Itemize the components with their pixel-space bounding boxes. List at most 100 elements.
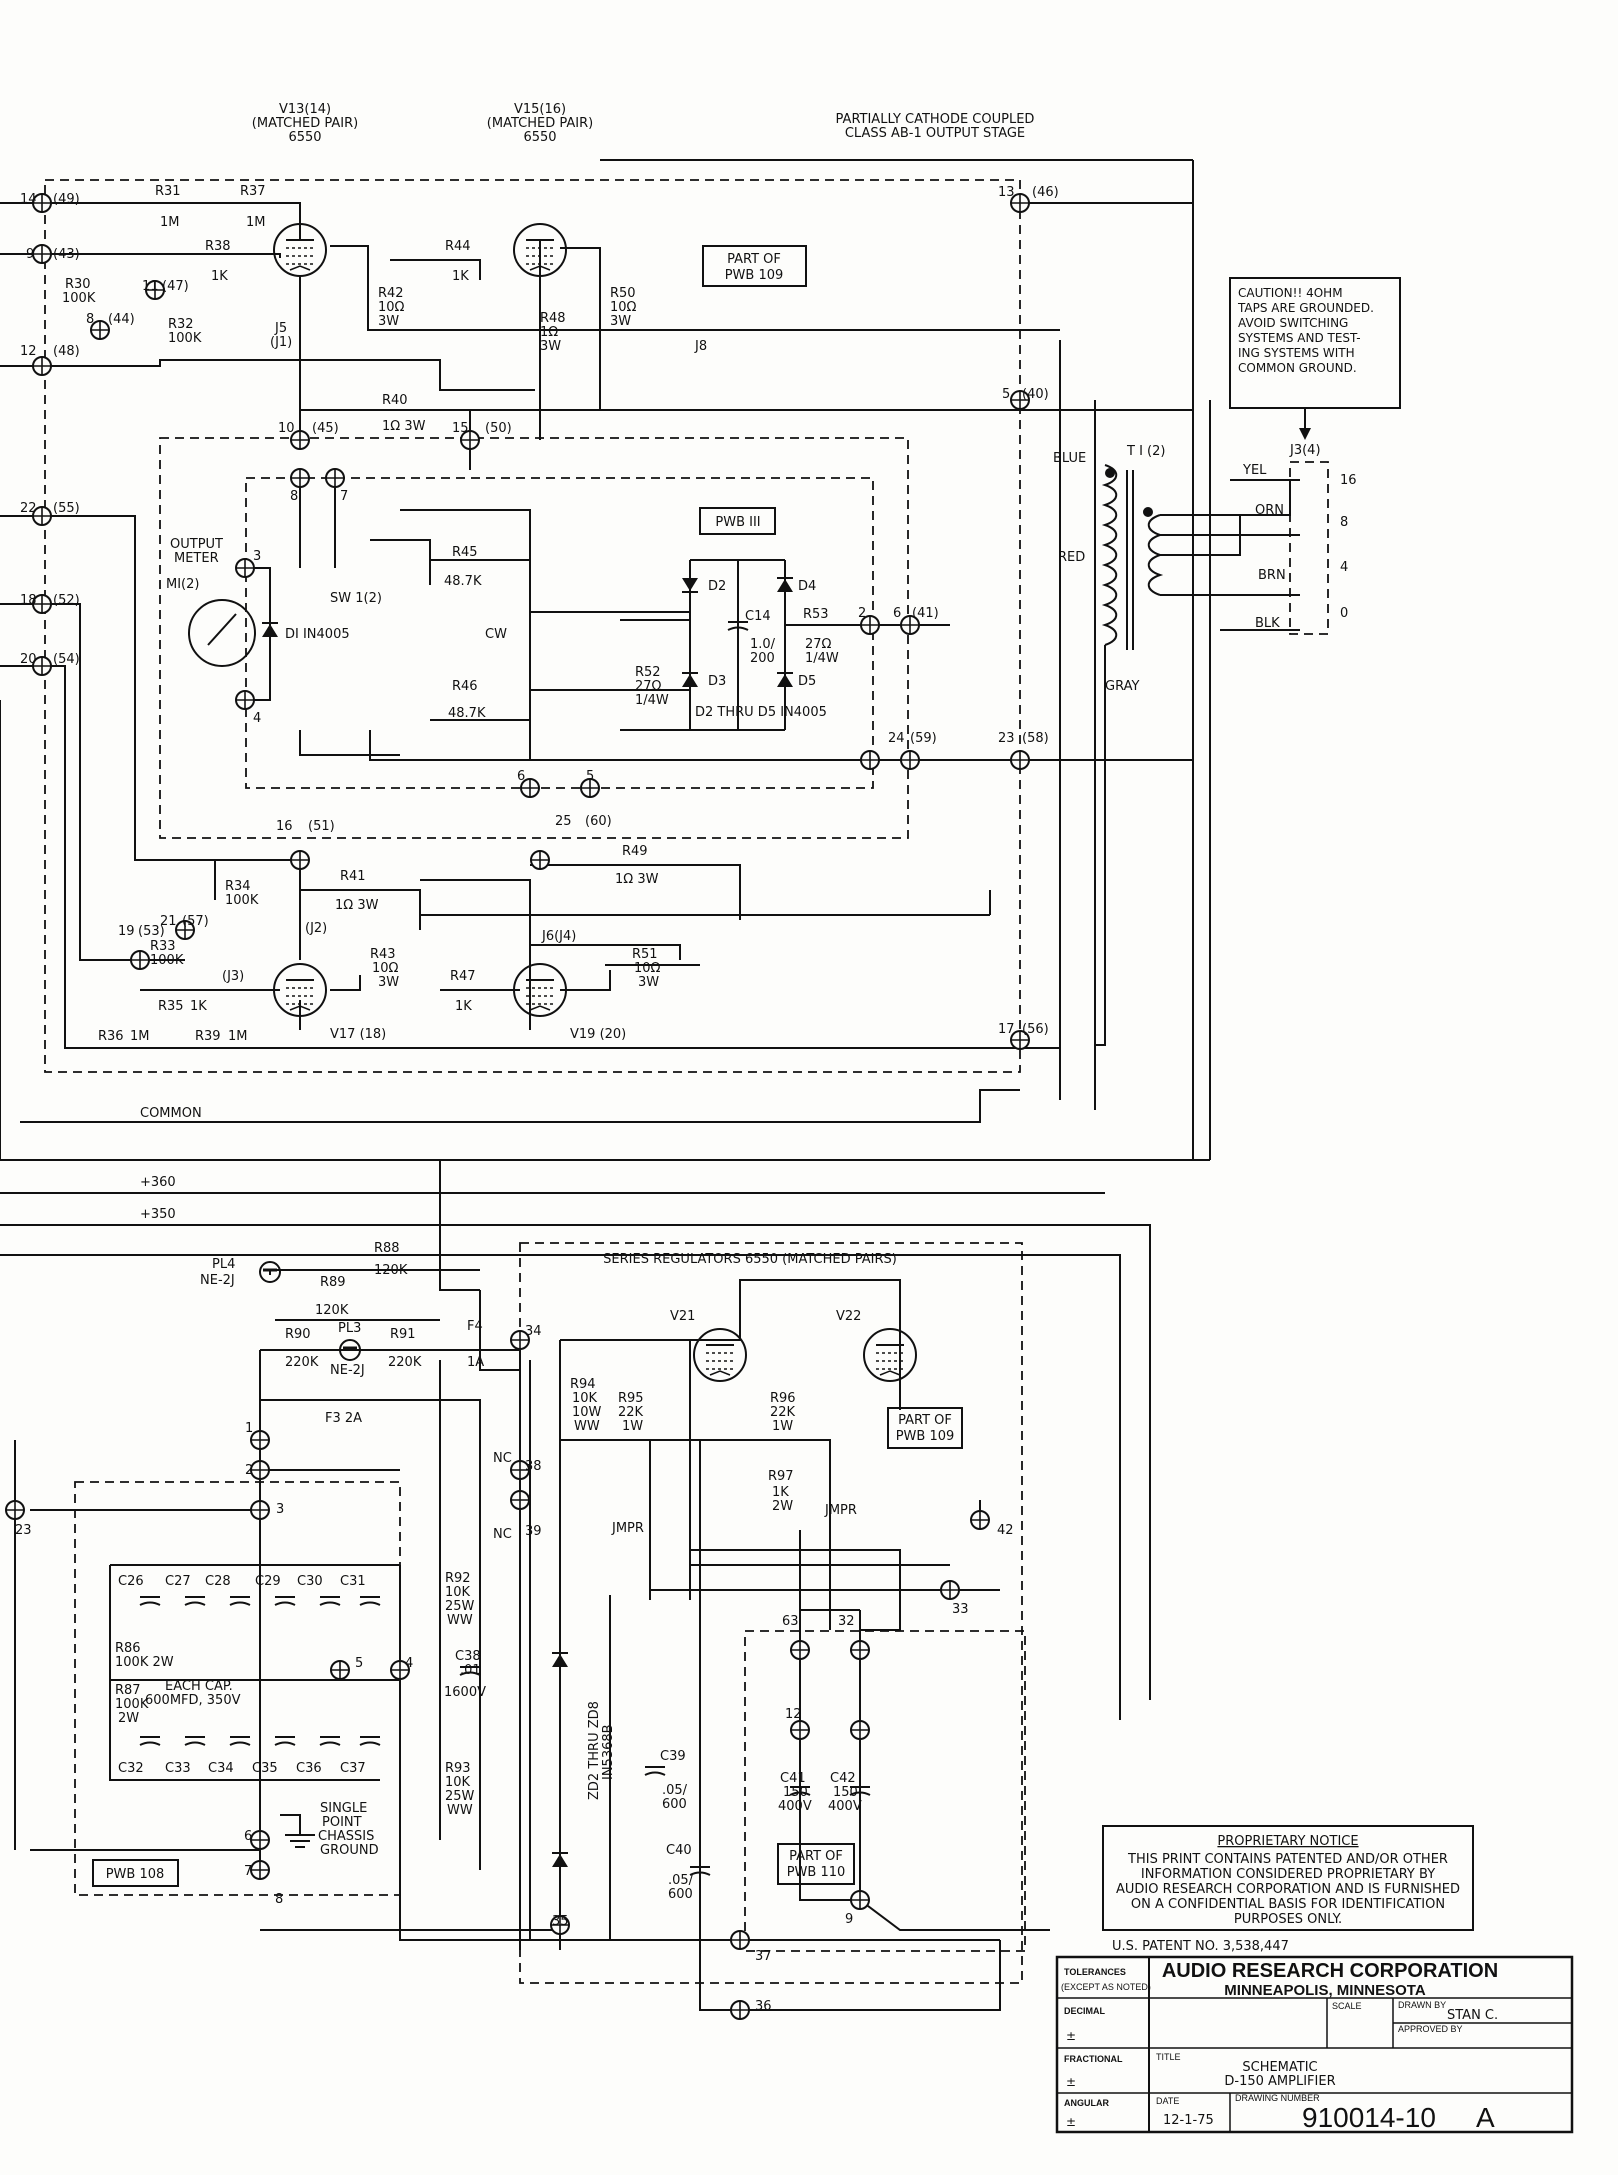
proprietary-notice: PROPRIETARY NOTICE THIS PRINT CONTAINS P… bbox=[1102, 1825, 1474, 1954]
node-33: 33 bbox=[952, 1602, 969, 1617]
r87-val: 100K bbox=[115, 1697, 149, 1712]
r97-w: 2W bbox=[772, 1499, 793, 1514]
r31-ref: R31 bbox=[155, 184, 181, 199]
sw-label: SW 1(2) bbox=[330, 591, 382, 606]
connector-labels-mid: 10 (45) 15 (50) 16 (51) 25 (60) 21 (57) … bbox=[118, 421, 612, 939]
conn-5: 5 bbox=[1002, 387, 1010, 402]
r31-val: 1M bbox=[160, 215, 180, 230]
r44-val: 1K bbox=[452, 269, 469, 284]
r95-val: 22K bbox=[618, 1405, 644, 1420]
r92-val: 10K bbox=[445, 1585, 471, 1600]
r90-ref: R90 bbox=[285, 1327, 311, 1342]
r50-w: 3W bbox=[610, 314, 631, 329]
r33-val: 100K bbox=[150, 953, 184, 968]
pl3-ref: PL3 bbox=[338, 1321, 361, 1336]
f4-ref: F4 bbox=[467, 1319, 483, 1334]
tb-angular-pm: ± bbox=[1066, 2115, 1076, 2129]
r94-ww: WW bbox=[574, 1419, 600, 1434]
r95-ref: R95 bbox=[618, 1391, 644, 1406]
c42-v: 400V bbox=[828, 1799, 862, 1814]
tb-date: 12-1-75 bbox=[1163, 2113, 1214, 2128]
wire-blue: BLUE bbox=[1053, 451, 1086, 466]
conn-8: 8 bbox=[86, 312, 94, 327]
conn-13: 13 bbox=[998, 185, 1015, 200]
v13-type: 6550 bbox=[288, 130, 321, 145]
c38-v: 1600V bbox=[444, 1685, 486, 1700]
c42-ref: C42 bbox=[830, 1771, 856, 1786]
tb-drawing-label: DRAWING NUMBER bbox=[1235, 2093, 1320, 2103]
node-34: 34 bbox=[525, 1324, 542, 1339]
tb-title-2: D-150 AMPLIFIER bbox=[1224, 2074, 1335, 2089]
caution-line-5: ING SYSTEMS WITH bbox=[1238, 346, 1355, 360]
r38-ref: R38 bbox=[205, 239, 231, 254]
pl4-ref: PL4 bbox=[212, 1257, 235, 1272]
tb-drawn-label: DRAWN BY bbox=[1398, 2000, 1446, 2010]
node-6: 6 bbox=[244, 1829, 252, 1844]
meter-label-1: OUTPUT bbox=[170, 537, 223, 552]
r35-val: 1K bbox=[190, 999, 207, 1014]
r44-ref: R44 bbox=[445, 239, 471, 254]
pwb108-label: PWB 108 bbox=[106, 1867, 165, 1882]
node-9: 9 bbox=[845, 1912, 853, 1927]
r51-w: 3W bbox=[638, 975, 659, 990]
conn-55: (55) bbox=[53, 501, 80, 516]
conn-5b: 5 bbox=[586, 769, 594, 784]
conn-6b: 6 bbox=[517, 769, 525, 784]
r50-ref: R50 bbox=[610, 286, 636, 301]
r39-ref: R39 bbox=[195, 1029, 221, 1044]
rail-labels: COMMON +360 +350 bbox=[140, 1106, 202, 1222]
jumper-j1: (J1) bbox=[270, 335, 292, 350]
node-23: 23 bbox=[15, 1523, 32, 1538]
r42-ref: R42 bbox=[378, 286, 404, 301]
jmpr-left: JMPR bbox=[611, 1521, 644, 1536]
r49-val: 1Ω 3W bbox=[615, 872, 659, 887]
c42-val: 150 bbox=[833, 1785, 858, 1800]
r93-w: 25W bbox=[445, 1789, 475, 1804]
jmpr-right: JMPR bbox=[824, 1503, 857, 1518]
caution-line-1: CAUTION!! 4OHM bbox=[1238, 286, 1343, 300]
conn-45: (45) bbox=[312, 421, 339, 436]
conn-54: (54) bbox=[53, 652, 80, 667]
c14-val: 1.0/ bbox=[750, 637, 776, 652]
tap-4: 4 bbox=[1340, 560, 1348, 575]
jumper-j3: (J3) bbox=[222, 969, 244, 984]
stage-heading-2: CLASS AB-1 OUTPUT STAGE bbox=[845, 126, 1025, 141]
d1-label: DI IN4005 bbox=[285, 627, 350, 642]
tb-decimal-pm: ± bbox=[1066, 2029, 1076, 2043]
r88-val: 120K bbox=[374, 1263, 408, 1278]
stage-heading-1: PARTIALLY CATHODE COUPLED bbox=[836, 112, 1035, 127]
conn-10: 10 bbox=[278, 421, 295, 436]
transformer-name: T I (2) bbox=[1126, 444, 1165, 459]
conn-6: 6 bbox=[893, 606, 901, 621]
r90-val: 220K bbox=[285, 1355, 319, 1370]
r96-w: 1W bbox=[772, 1419, 793, 1434]
tb-company: AUDIO RESEARCH CORPORATION bbox=[1162, 1960, 1498, 1982]
part-of-110-1: PART OF bbox=[789, 1849, 843, 1864]
conn-9: 9 bbox=[26, 247, 34, 262]
r86-ref: R86 bbox=[115, 1641, 141, 1656]
node-12: 12 bbox=[785, 1707, 802, 1722]
r42-w: 3W bbox=[378, 314, 399, 329]
r52-ref: R52 bbox=[635, 665, 661, 680]
r91-val: 220K bbox=[388, 1355, 422, 1370]
tb-fractional: FRACTIONAL bbox=[1064, 2054, 1123, 2064]
wire-yel: YEL bbox=[1242, 463, 1267, 478]
transformer-labels: T I (2) J3(4) BLUE RED GRAY YEL ORN BRN … bbox=[1053, 443, 1357, 694]
r40-ref: R40 bbox=[382, 393, 408, 408]
r96-ref: R96 bbox=[770, 1391, 796, 1406]
r51-val: 10Ω bbox=[634, 961, 661, 976]
pl3-val: NE-2J bbox=[330, 1363, 365, 1378]
r34-val: 100K bbox=[225, 893, 259, 908]
wire-orn: ORN bbox=[1255, 503, 1284, 518]
r96-val: 22K bbox=[770, 1405, 796, 1420]
tb-tolerances: TOLERANCES bbox=[1064, 1967, 1126, 1977]
each-cap-1: EACH CAP. bbox=[165, 1679, 233, 1694]
meter-label-3: MI(2) bbox=[166, 577, 199, 592]
r33-ref: R33 bbox=[150, 939, 176, 954]
r48-ref: R48 bbox=[540, 311, 566, 326]
tb-title-1: SCHEMATIC bbox=[1242, 2060, 1317, 2075]
conn-20: 20 bbox=[20, 652, 37, 667]
tube-labels: V13(14) (MATCHED PAIR) 6550 V15(16) (MAT… bbox=[252, 102, 862, 1324]
c39-val: .05/ bbox=[662, 1783, 688, 1798]
